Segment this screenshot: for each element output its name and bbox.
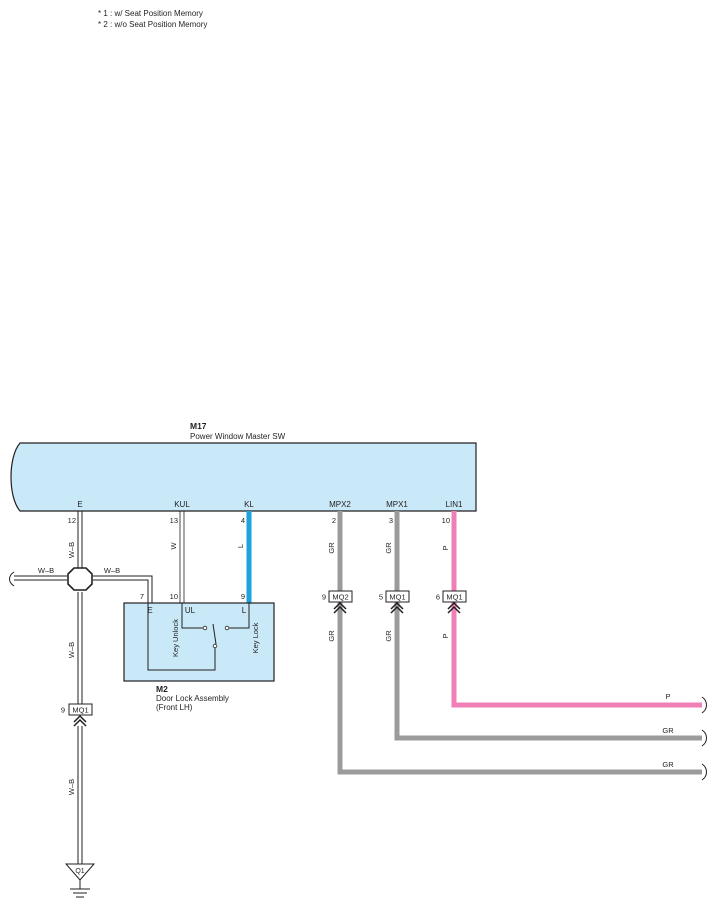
m17-terminal-kul: KUL [174, 500, 190, 509]
wire-label-wb-bottom: W–B [67, 779, 76, 795]
switch-contact-lock [224, 625, 230, 631]
m2-pin-9: 9 [241, 592, 245, 601]
notes: * 1 : w/ Seat Position Memory * 2 : w/o … [98, 8, 207, 30]
wire-break-marks [701, 696, 707, 781]
wire-p-lin1 [451, 511, 702, 708]
wire-label-w: W [169, 542, 178, 550]
switch-label-key-unlock: Key Unlock [171, 619, 180, 657]
m2-internal-circuit [147, 603, 250, 671]
m17-pin-4: 4 [241, 516, 245, 525]
switch-contact-unlock [202, 625, 208, 631]
connector-mq1-ground-chevron [73, 714, 87, 727]
wire-wb-ground [14, 511, 153, 864]
m17-code: M17 [190, 421, 207, 431]
wire-label-wb-top: W–B [67, 542, 76, 558]
switch-label-key-lock: Key Lock [251, 622, 260, 653]
connector-mq2 [328, 590, 353, 603]
m17-terminal-mpx1: MPX1 [386, 500, 408, 509]
wire-label-wb-left: W–B [38, 566, 54, 575]
wire-w [179, 511, 185, 603]
m2-terminal-e: E [147, 606, 152, 615]
note-2: * 2 : w/o Seat Position Memory [98, 20, 208, 29]
connector-mq1-lin1-pin: 6 [436, 593, 440, 602]
m2-name-line2: (Front LH) [156, 703, 193, 712]
note-1: * 1 : w/ Seat Position Memory [98, 9, 203, 18]
connector-mq1-lin1-chevron [447, 601, 461, 614]
ground-q1-symbol [64, 863, 96, 881]
connector-mq1-lin1 [442, 590, 467, 603]
wire-label-p-right: P [665, 692, 670, 701]
wire-gr-mpx1 [394, 511, 702, 741]
wire-label-gr-mpx1-top: GR [384, 542, 393, 554]
connector-mq1-ground-pin: 9 [61, 706, 65, 715]
wire-label-gr-mpx1-right: GR [662, 726, 674, 735]
connector-mq2-chevron [333, 601, 347, 614]
connector-mq1-ground [68, 703, 93, 716]
splice-junction [67, 567, 93, 591]
wire-label-p-bottom: P [441, 633, 450, 638]
connector-mq1-mpx1-pin: 5 [379, 593, 383, 602]
connector-mq1-mpx1-name: MQ1 [389, 593, 405, 602]
wire-label-gr-mpx2-top: GR [327, 542, 336, 554]
wire-label-wb-mid: W–B [67, 642, 76, 658]
connector-mq1-lin1-name: MQ1 [446, 593, 462, 602]
wire-label-gr-mpx2-right: GR [662, 760, 674, 769]
connector-mq1-ground-name: MQ1 [72, 706, 88, 715]
m17-pin-13: 13 [170, 516, 178, 525]
m17-pin-2: 2 [332, 516, 336, 525]
connector-mq1-mpx1 [385, 590, 410, 603]
m17-name: Power Window Master SW [190, 432, 286, 441]
m2-name-line1: Door Lock Assembly [156, 694, 229, 703]
m2-pin-7: 7 [140, 592, 144, 601]
wire-gr-mpx2 [337, 511, 702, 775]
connector-mq1-mpx1-chevron [390, 601, 404, 614]
ground-q1-label: Q1 [75, 868, 84, 875]
m2-terminal-ul: UL [185, 606, 196, 615]
m17-pin-12: 12 [68, 516, 76, 525]
connector-mq2-name: MQ2 [332, 593, 348, 602]
m2-terminal-l: L [242, 606, 247, 615]
ground-icon [70, 880, 90, 898]
m17-pin-10: 10 [442, 516, 450, 525]
wire-label-gr-mpx2-bottom: GR [327, 630, 336, 642]
switch-contact-common [212, 643, 218, 649]
m17-terminal-e: E [77, 500, 82, 509]
m2-code: M2 [156, 684, 168, 694]
m2-pin-10: 10 [170, 592, 178, 601]
wire-label-p-top: P [441, 545, 450, 550]
m17-pin-3: 3 [389, 516, 393, 525]
m17-terminal-kl: KL [244, 500, 254, 509]
wire-label-l: L [236, 544, 245, 548]
connector-mq2-pin: 9 [322, 593, 326, 602]
m17-body [10, 442, 477, 512]
wire-label-wb-right: W–B [104, 566, 120, 575]
wire-label-gr-mpx1-bottom: GR [384, 630, 393, 642]
m17-terminal-mpx2: MPX2 [329, 500, 351, 509]
wire-wb-left-break [9, 571, 15, 587]
m17-terminal-lin1: LIN1 [446, 500, 463, 509]
